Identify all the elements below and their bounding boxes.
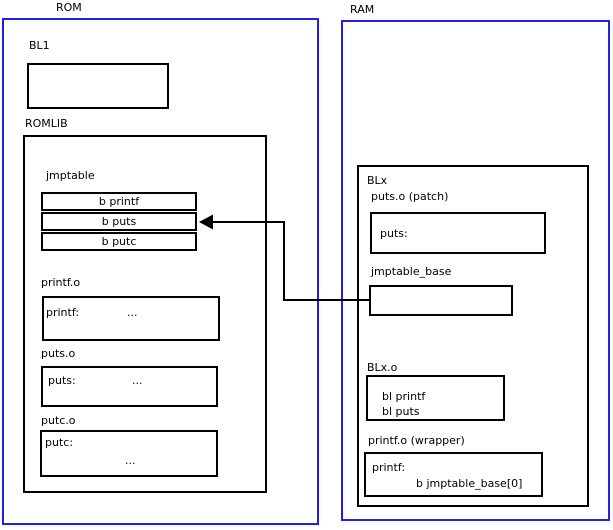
- bl1-box: [27, 63, 169, 109]
- printf-wrapper-label: printf.o (wrapper): [368, 434, 465, 447]
- jmptable-label: jmptable: [46, 169, 95, 182]
- printf-symbol: printf:: [46, 306, 80, 319]
- blx-o-label: BLx.o: [367, 361, 398, 374]
- puts-body-ellipsis: ...: [132, 374, 143, 387]
- putc-body-ellipsis: ...: [125, 454, 136, 467]
- printf-o-label: printf.o: [41, 276, 81, 289]
- blx-o-line-bl-puts: bl puts: [382, 405, 420, 418]
- romlib-box: [23, 135, 267, 493]
- jmptable-row-b-puts: b puts: [41, 212, 197, 231]
- romlib-label: ROMLIB: [25, 117, 68, 130]
- putc-symbol: putc:: [45, 436, 74, 449]
- blx-box: [357, 165, 589, 507]
- putc-o-label: putc.o: [41, 414, 76, 427]
- printf-wrapper-box: printf: b jmptable_base[0]: [364, 452, 543, 497]
- puts-patch-symbol: puts:: [380, 227, 408, 240]
- printf-o-box: printf: ...: [42, 296, 220, 341]
- puts-patch-label: puts.o (patch): [371, 190, 449, 203]
- putc-o-box: putc: ...: [40, 430, 218, 477]
- puts-o-label: puts.o: [41, 347, 76, 360]
- ram-region-label: RAM: [350, 3, 375, 16]
- bl1-label: BL1: [29, 39, 50, 52]
- puts-patch-box: puts:: [370, 212, 546, 254]
- jmptable-base-label: jmptable_base: [371, 265, 452, 278]
- blx-label: BLx: [367, 174, 388, 187]
- jmptable-base-box: [369, 285, 513, 316]
- blx-o-line-bl-printf: bl printf: [382, 390, 426, 403]
- puts-o-box: puts: ...: [41, 366, 218, 407]
- printf-body-ellipsis: ...: [127, 306, 138, 319]
- printf-wrapper-symbol: printf:: [372, 461, 406, 474]
- jmptable-row-b-putc: b putc: [41, 232, 197, 251]
- jmptable-row-b-printf: b printf: [41, 192, 197, 211]
- rom-region-label: ROM: [56, 1, 82, 14]
- blx-o-box: bl printf bl puts: [366, 375, 505, 421]
- printf-wrapper-body: b jmptable_base[0]: [416, 477, 523, 490]
- puts-symbol: puts:: [48, 374, 76, 387]
